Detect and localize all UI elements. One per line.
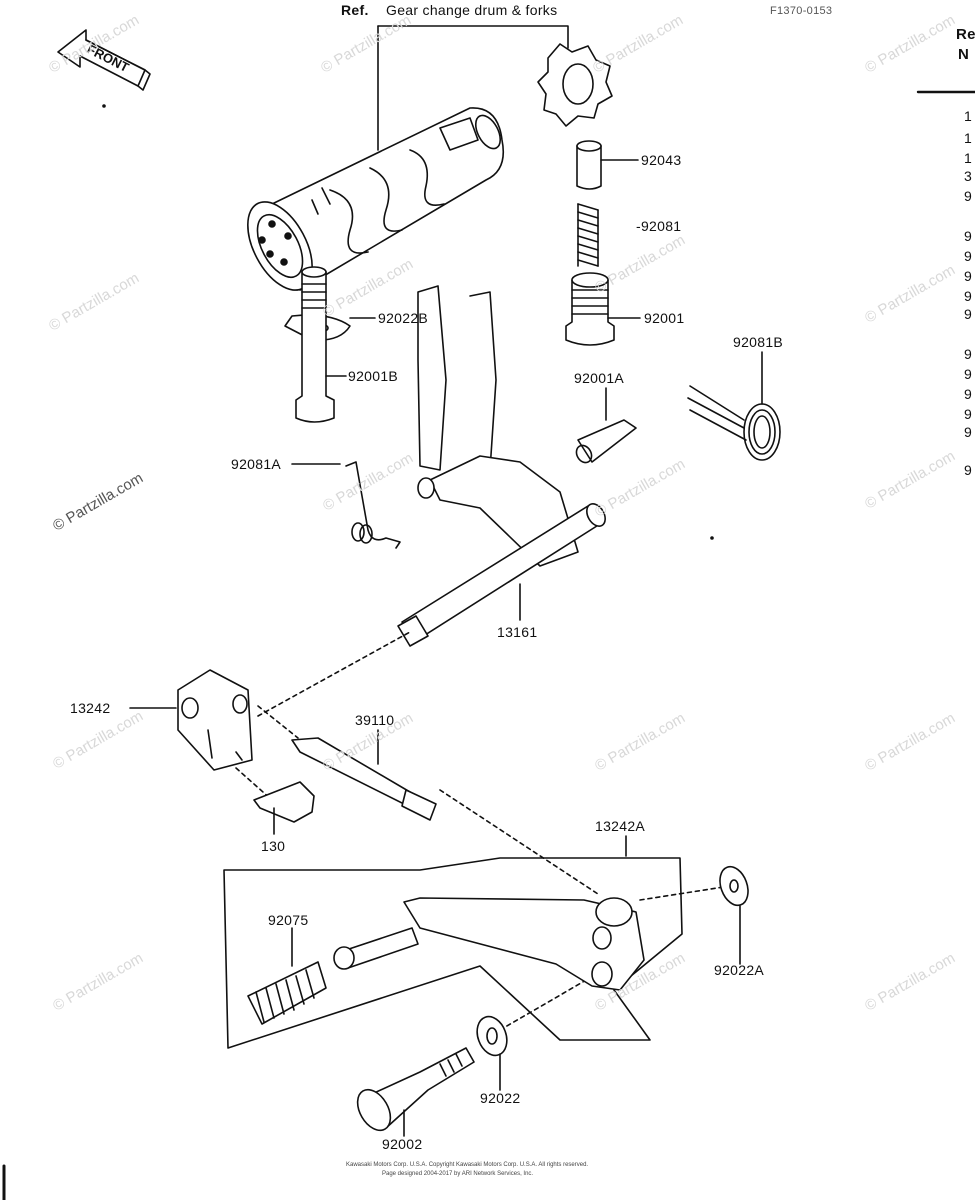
part-label-92022B: 92022B bbox=[378, 310, 429, 326]
dot-mark bbox=[102, 104, 106, 108]
part-label-92001A: 92001A bbox=[574, 370, 625, 386]
right-column-header-2: N bbox=[958, 46, 970, 63]
part-label-92002: 92002 bbox=[382, 1136, 423, 1152]
part-label-92075: 92075 bbox=[268, 912, 309, 928]
star-cam-part bbox=[537, 43, 613, 127]
part-label-92081B: 92081B bbox=[733, 334, 784, 350]
rod-39110-part bbox=[291, 729, 437, 821]
dashed-linkage-line-3 bbox=[257, 705, 299, 739]
right-column-row: 9 bbox=[964, 366, 973, 382]
right-column-row: 9 bbox=[964, 288, 973, 304]
footer-line-2: Page designed 2004-2017 by ARI Network S… bbox=[382, 1171, 534, 1177]
holder-92001-part bbox=[565, 272, 641, 346]
right-column-row: 1 bbox=[964, 130, 973, 146]
washer-92022-part bbox=[476, 1015, 508, 1091]
footer-line-1: Kawasaki Motors Corp. U.S.A. Copyright K… bbox=[346, 1162, 589, 1168]
right-column-row: 9 bbox=[964, 248, 973, 264]
part-label-39110: 39110 bbox=[355, 712, 395, 728]
right-column-row: 9 bbox=[964, 406, 973, 422]
right-column-row: 9 bbox=[964, 228, 973, 244]
part-label-92022: 92022 bbox=[480, 1090, 521, 1106]
part-label-92043: 92043 bbox=[641, 152, 682, 168]
torsion-spring-92081B-part bbox=[687, 351, 781, 461]
part-label-92081A: 92081A bbox=[231, 456, 282, 472]
bolt-130-part bbox=[253, 781, 315, 835]
right-column-row: 9 bbox=[964, 268, 973, 284]
part-label-92001: 92001 bbox=[644, 310, 685, 326]
spring-92081-part bbox=[577, 203, 599, 267]
right-column-row: 9 bbox=[964, 424, 973, 440]
dashed-linkage-line-2 bbox=[439, 789, 599, 895]
rubber-92075-part bbox=[247, 927, 327, 1025]
washer-92022A-part bbox=[719, 865, 749, 965]
front-arrow-icon bbox=[57, 29, 151, 91]
part-label-13242: 13242 bbox=[70, 700, 111, 716]
dot-mark bbox=[710, 536, 714, 540]
shift-pedal-part bbox=[333, 897, 645, 991]
ref-leader-star bbox=[377, 25, 569, 49]
right-column-header-1: Re bbox=[956, 26, 975, 43]
dashed-linkage-line-6 bbox=[499, 971, 601, 1031]
part-label-92001B: 92001B bbox=[348, 368, 399, 384]
part-label-92022A: 92022A bbox=[714, 962, 765, 978]
ref-title: Gear change drum & forks bbox=[386, 2, 558, 18]
right-column-row: 9 bbox=[964, 306, 973, 322]
dashed-linkage-line-5 bbox=[639, 885, 731, 901]
part-label-13242A: 13242A bbox=[595, 818, 646, 834]
right-column-row: 9 bbox=[964, 188, 973, 204]
right-column-row: 9 bbox=[964, 462, 973, 478]
pin-92043-part bbox=[576, 140, 639, 190]
spring-92081A-part bbox=[291, 461, 401, 549]
bolt-92001B-part bbox=[295, 266, 347, 423]
part-label-92081: -92081 bbox=[636, 218, 682, 234]
part-label-130: 130 bbox=[261, 838, 286, 854]
right-column-row: 9 bbox=[964, 386, 973, 402]
pin-92001A-part bbox=[575, 387, 637, 464]
right-column-row: 3 bbox=[964, 168, 973, 184]
dashed-linkage-line bbox=[257, 631, 411, 717]
bolt-92002-part bbox=[356, 1047, 475, 1137]
gear-change-drum-part bbox=[247, 107, 505, 291]
ref-label: Ref. bbox=[341, 2, 369, 18]
drawing-code: F1370-0153 bbox=[770, 5, 833, 17]
right-column-row: 9 bbox=[964, 346, 973, 362]
lever-13242-part bbox=[129, 669, 253, 771]
pedal-group-bracket bbox=[223, 835, 683, 1049]
shift-shaft-13161-part bbox=[397, 285, 606, 647]
right-column-row: 1 bbox=[964, 150, 973, 166]
right-column-row: 1 bbox=[964, 108, 973, 124]
part-label-13161: 13161 bbox=[497, 624, 538, 640]
